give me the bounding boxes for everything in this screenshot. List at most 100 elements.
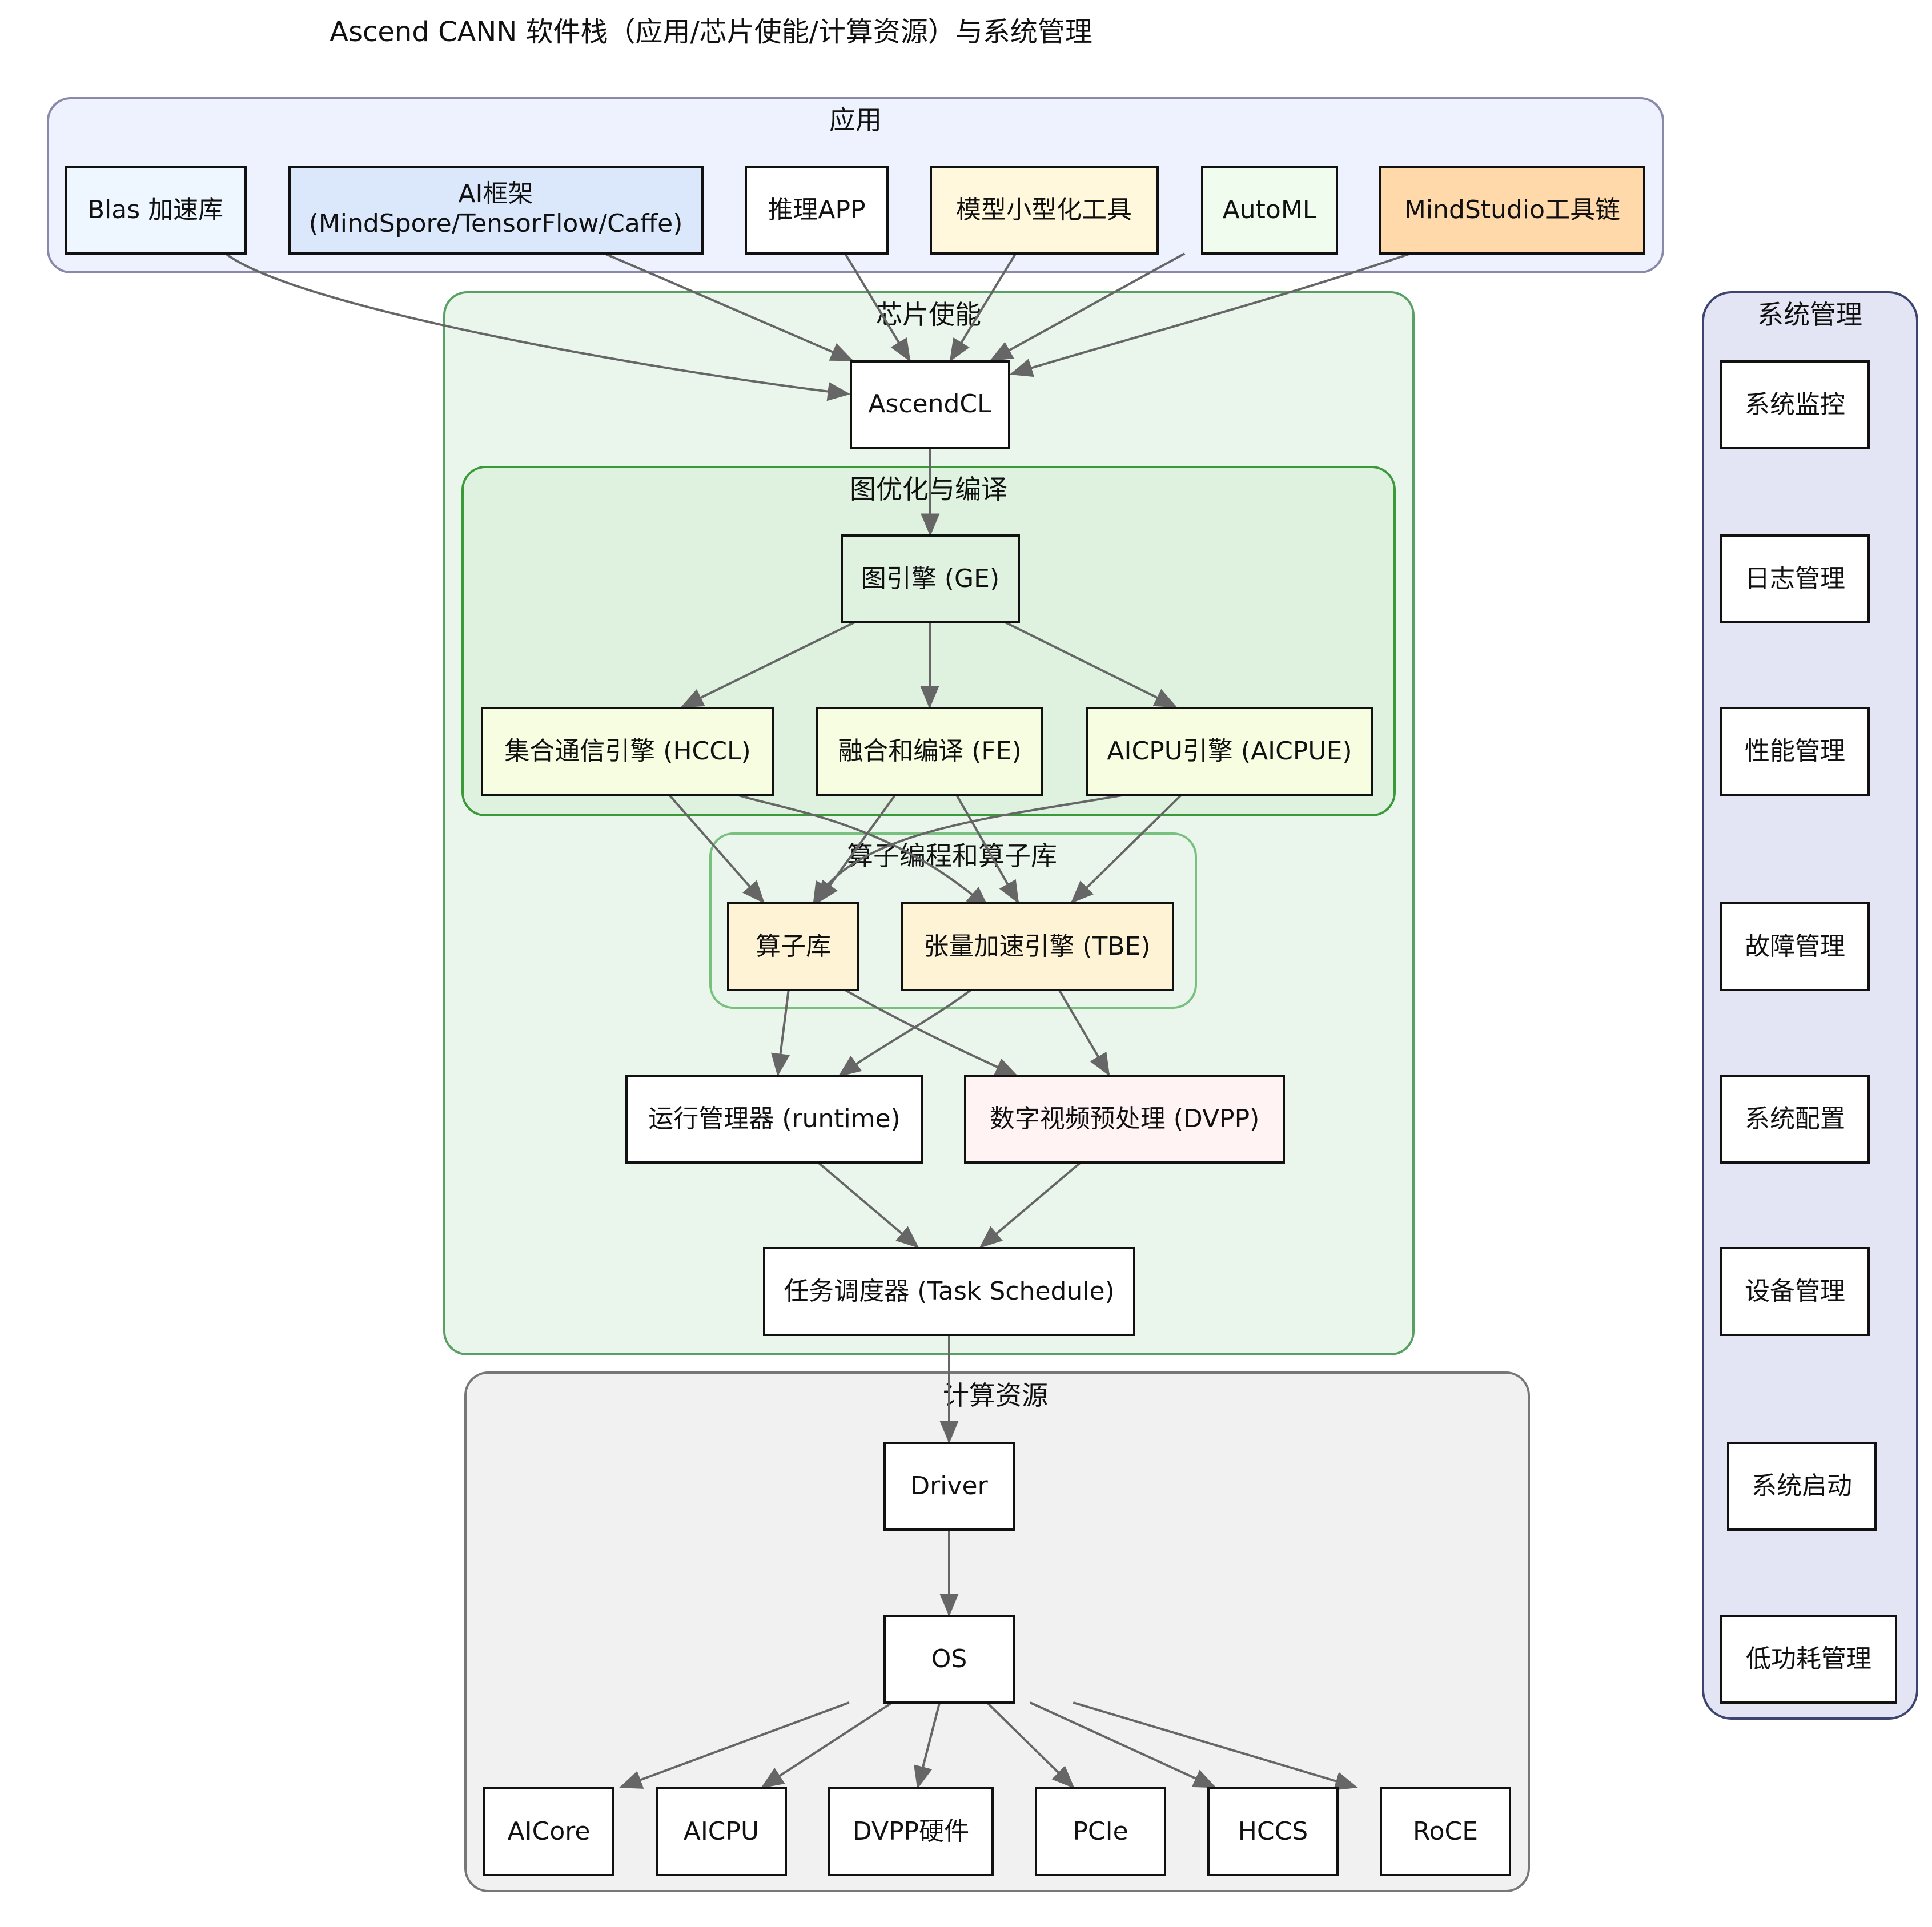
node-low-power-management: 低功耗管理	[1720, 1615, 1897, 1704]
node-low-power-management-box	[1720, 1615, 1897, 1704]
node-log-management-label: 日志管理	[1745, 564, 1845, 593]
node-ai-framework: AI框架 (MindSpore/TensorFlow/Caffe)	[288, 166, 704, 255]
node-dvpp: 数字视频预处理 (DVPP)	[964, 1075, 1285, 1164]
node-dvpp-label: 数字视频预处理 (DVPP)	[990, 1104, 1260, 1133]
node-aicore: AICore	[483, 1787, 614, 1876]
edge-os-to-hccs	[1029, 1701, 1216, 1788]
node-graph-engine-label: 图引擎 (GE)	[861, 564, 999, 593]
node-task-schedule: 任务调度器 (Task Schedule)	[763, 1247, 1135, 1336]
edge-mindstudio-to-acl	[1009, 252, 1411, 377]
edge-hccl-to-oplib	[668, 794, 765, 904]
node-fusion-compile-box	[816, 707, 1043, 796]
edge-automl-to-acl	[989, 252, 1186, 361]
node-automl: AutoML	[1201, 166, 1338, 255]
edges	[224, 252, 1411, 1791]
node-model-compression-label: 模型小型化工具	[956, 195, 1132, 224]
node-os-box	[883, 1615, 1015, 1704]
edge-aicpue-to-tbe	[1070, 794, 1183, 904]
node-inference-app-box	[745, 166, 889, 255]
node-os: OS	[883, 1615, 1015, 1704]
edge-aiframe-to-acl	[604, 252, 854, 361]
node-aicpu: AICPU	[656, 1787, 787, 1876]
node-low-power-management-label: 低功耗管理	[1746, 1644, 1871, 1673]
node-mindstudio: MindStudio工具链	[1379, 166, 1645, 255]
node-ascendcl-label: AscendCL	[868, 389, 991, 419]
node-aicpu-engine-label: AICPU引擎 (AICPUE)	[1107, 737, 1352, 766]
node-task-schedule-label: 任务调度器 (Task Schedule)	[784, 1277, 1114, 1306]
node-fusion-compile-label: 融合和编译 (FE)	[838, 737, 1021, 766]
edge-blas-to-acl	[224, 252, 851, 401]
cluster-compute-resources-label: 计算资源	[943, 1380, 1048, 1411]
edge-compress-to-acl	[949, 252, 1017, 362]
edge-tbe-to-dvpp	[1058, 989, 1110, 1076]
node-model-compression: 模型小型化工具	[930, 166, 1159, 255]
nodes: Blas 加速库 AI框架 (MindSpore/TensorFlow/Caff…	[65, 166, 1897, 1876]
edge-os-to-dvpphw	[914, 1702, 941, 1789]
node-blas: Blas 加速库	[65, 166, 247, 255]
node-runtime-label: 运行管理器 (runtime)	[648, 1104, 901, 1133]
node-performance-management-label: 性能管理	[1745, 737, 1845, 766]
node-tbe-box	[901, 902, 1174, 991]
node-aicpu-label: AICPU	[684, 1817, 760, 1846]
node-mindstudio-box	[1379, 166, 1645, 255]
node-driver: Driver	[883, 1442, 1015, 1531]
node-system-config-box	[1720, 1075, 1870, 1164]
edge-tbe-to-runtime	[838, 989, 972, 1077]
node-hccl-box	[481, 707, 774, 796]
node-driver-box	[883, 1442, 1015, 1531]
cluster-chip-enablement-box	[443, 291, 1415, 1355]
edge-runtime-to-task	[817, 1161, 919, 1249]
edge-infer-to-acl	[844, 252, 911, 362]
node-automl-box	[1201, 166, 1338, 255]
node-hccs-box	[1207, 1787, 1339, 1876]
edge-dvpp-to-task	[979, 1161, 1082, 1249]
node-operator-library-label: 算子库	[756, 932, 831, 961]
node-hccl-label: 集合通信引擎 (HCCL)	[504, 737, 750, 766]
edge-hccl-to-tbe	[736, 794, 990, 910]
edge-os-to-pcie	[986, 1701, 1075, 1789]
node-system-monitor-label: 系统监控	[1745, 390, 1845, 419]
node-system-monitor: 系统监控	[1720, 360, 1870, 449]
node-hccs-label: HCCS	[1238, 1817, 1308, 1846]
node-aicpu-engine-box	[1086, 707, 1373, 796]
node-fault-management: 故障管理	[1720, 902, 1870, 991]
node-graph-engine-box	[841, 534, 1020, 623]
node-ai-framework-line2: (MindSpore/TensorFlow/Caffe)	[309, 209, 683, 238]
node-os-label: OS	[931, 1644, 967, 1673]
node-roce: RoCE	[1380, 1787, 1511, 1876]
node-aicore-label: AICore	[508, 1817, 591, 1846]
cluster-graph-optimization-label: 图优化与编译	[850, 474, 1007, 505]
node-ai-framework-box	[288, 166, 704, 255]
node-ascendcl: AscendCL	[850, 360, 1010, 449]
node-aicpu-box	[656, 1787, 787, 1876]
node-pcie: PCIe	[1035, 1787, 1166, 1876]
node-ascendcl-box	[850, 360, 1010, 449]
cluster-application-label: 应用	[829, 104, 882, 135]
node-blas-box	[65, 166, 247, 255]
node-operator-library-box	[727, 902, 859, 991]
node-ai-framework-line1: AI框架	[458, 179, 533, 208]
node-fault-management-label: 故障管理	[1745, 932, 1845, 961]
node-device-management-label: 设备管理	[1745, 1277, 1845, 1306]
node-system-monitor-box	[1720, 360, 1870, 449]
node-system-boot-label: 系统启动	[1752, 1471, 1852, 1500]
node-blas-label: Blas 加速库	[87, 195, 223, 224]
edge-os-to-roce	[1073, 1701, 1358, 1791]
node-performance-management-box	[1720, 707, 1870, 796]
node-inference-app: 推理APP	[745, 166, 889, 255]
node-task-schedule-box	[763, 1247, 1135, 1336]
node-dvpp-box	[964, 1075, 1285, 1164]
node-pcie-box	[1035, 1787, 1166, 1876]
edge-aicpue-to-oplib	[813, 794, 1126, 905]
node-system-config-label: 系统配置	[1745, 1104, 1845, 1133]
node-log-management-box	[1720, 534, 1870, 623]
edge-os-to-aicore	[619, 1701, 850, 1789]
edge-ge-to-aicpue	[1005, 621, 1178, 708]
node-inference-app-label: 推理APP	[768, 195, 865, 224]
cluster-system-management: 系统管理	[1702, 291, 1918, 1720]
node-dvpp-hardware-label: DVPP硬件	[853, 1817, 969, 1846]
node-aicore-box	[483, 1787, 614, 1876]
cluster-operator-library-label: 算子编程和算子库	[847, 840, 1057, 871]
node-performance-management: 性能管理	[1720, 707, 1870, 796]
node-roce-box	[1380, 1787, 1511, 1876]
